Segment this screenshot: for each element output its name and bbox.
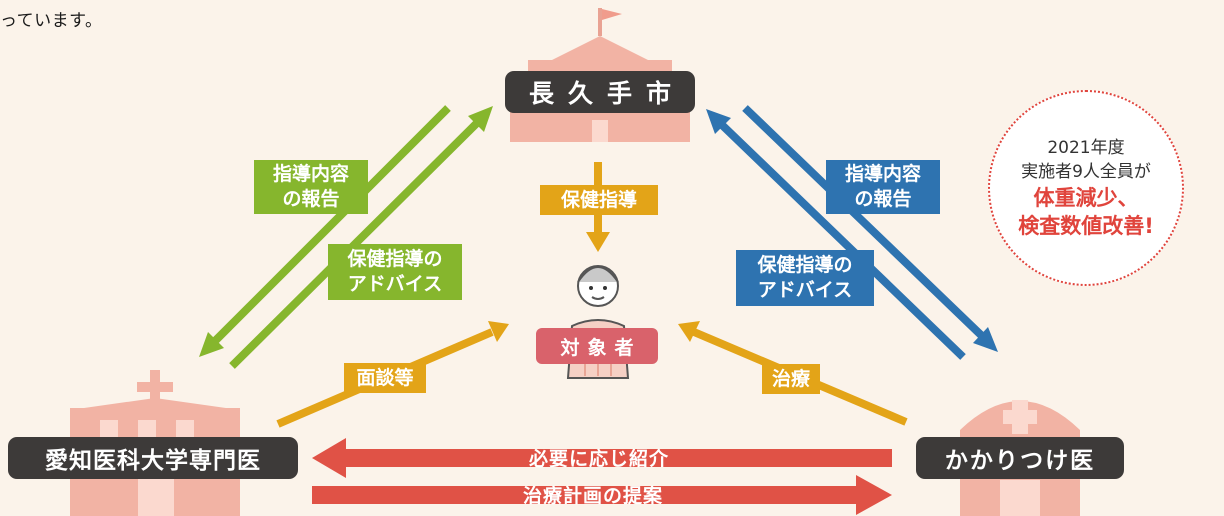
interview-label: 面談等	[344, 363, 426, 393]
left-report-line1: 指導内容	[272, 163, 349, 185]
intro-text: っています。	[0, 11, 103, 31]
blue-arrows	[706, 105, 998, 360]
badge-participants: 実施者9人全員が	[1021, 162, 1151, 182]
right-report-line1: 指導内容	[844, 163, 921, 185]
left-advice-label: 保健指導の アドバイス	[328, 244, 462, 300]
left-report-line2: の報告	[282, 188, 340, 210]
left-advice-line2: アドバイス	[347, 273, 443, 295]
aichi-specialist-node: 愛知医科大学専門医	[8, 437, 298, 479]
green-arrows	[199, 105, 493, 369]
badge-year: 2021年度	[1047, 138, 1125, 158]
city-node: 長久手市	[505, 71, 695, 113]
target-person-label: 対象者	[536, 328, 658, 364]
left-advice-line1: 保健指導の	[347, 248, 443, 270]
right-report-line2: の報告	[854, 188, 912, 210]
health-guidance-label: 保健指導	[540, 185, 658, 215]
right-report-label: 指導内容 の報告	[826, 160, 940, 214]
badge-weight-loss: 体重減少、	[1033, 186, 1139, 210]
treatment-plan-text: 治療計画の提案	[522, 485, 663, 507]
right-advice-line1: 保健指導の	[757, 254, 853, 276]
treatment-label: 治療	[762, 364, 820, 394]
right-advice-line2: アドバイス	[757, 279, 853, 301]
right-advice-label: 保健指導の アドバイス	[736, 250, 874, 306]
left-report-label: 指導内容 の報告	[254, 160, 368, 214]
referral-text: 必要に応じ紹介	[528, 448, 669, 470]
result-badge: 2021年度 実施者9人全員が 体重減少、 検査数値改善!	[988, 90, 1184, 286]
family-doctor-node: かかりつけ医	[916, 437, 1124, 479]
red-arrows	[312, 438, 892, 515]
badge-test-improvement: 検査数値改善!	[1018, 214, 1154, 238]
